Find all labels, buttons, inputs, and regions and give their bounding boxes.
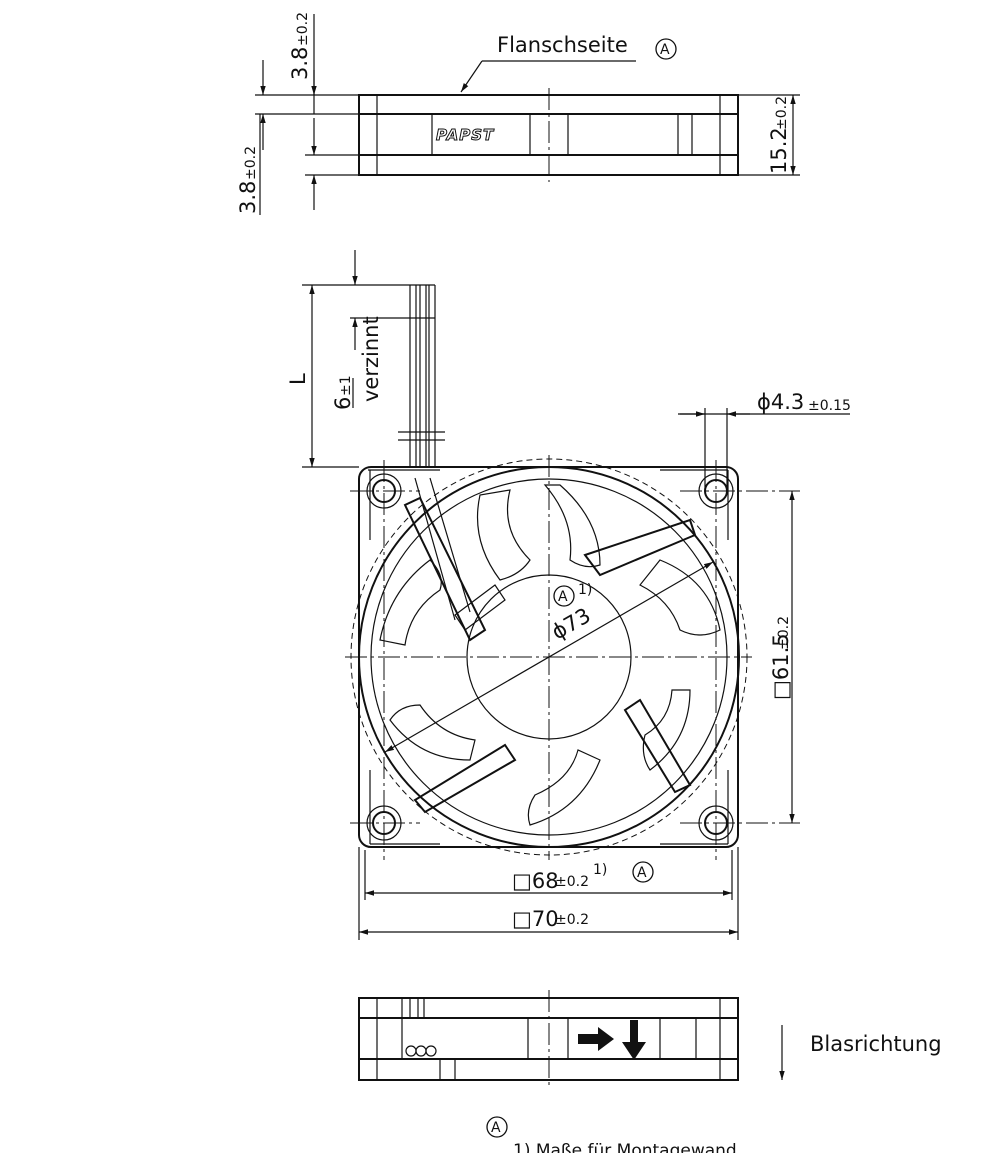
svg-text:□61.5: □61.5	[769, 633, 793, 700]
blow-direction-label: Blasrichtung	[810, 1032, 942, 1056]
svg-text:6: 6	[331, 397, 355, 410]
mount-square-dimension: □68 ±0.2 1) A	[512, 861, 654, 893]
svg-text:ϕ4.3: ϕ4.3	[757, 390, 804, 414]
brand-logo: PAPST	[436, 126, 495, 144]
svg-text:±1: ±1	[338, 375, 354, 396]
frame-square-dimension: □70 ±0.2	[512, 907, 589, 931]
lead-wires	[398, 285, 445, 467]
svg-text:ϕ73: ϕ73	[548, 603, 595, 644]
height-dimension: 15.2 ±0.2	[767, 96, 791, 174]
bottom-side-view	[358, 990, 739, 1088]
svg-text:±0.2: ±0.2	[555, 912, 589, 928]
hole-spacing-dimension: □61.5 ±0.2	[769, 616, 793, 700]
flange-side-label: Flanschseite	[497, 33, 628, 57]
svg-text:±0.2: ±0.2	[243, 146, 259, 180]
svg-text:A: A	[660, 42, 670, 58]
svg-text:1): 1)	[578, 582, 592, 598]
svg-text:A: A	[637, 865, 647, 881]
flow-arrow-icon	[578, 1027, 614, 1051]
tinned-label: verzinnt	[359, 316, 383, 402]
svg-text:□70: □70	[512, 907, 559, 931]
svg-text:A: A	[558, 589, 568, 605]
svg-text:3.8: 3.8	[288, 47, 312, 80]
svg-text:1) Maße für Montagewand: 1) Maße für Montagewand	[513, 1141, 737, 1153]
svg-text:±0.2: ±0.2	[555, 874, 589, 890]
svg-text:±0.2: ±0.2	[295, 12, 311, 46]
svg-text:A: A	[491, 1120, 501, 1136]
svg-text:1): 1)	[593, 862, 607, 878]
svg-text:15.2: 15.2	[767, 127, 791, 174]
strip-length-dimension: 6 ±1	[331, 375, 355, 410]
svg-text:□68: □68	[512, 869, 559, 893]
footnote: A 1) Maße für Montagewand	[486, 1116, 737, 1153]
svg-text:±0.15: ±0.15	[808, 398, 851, 414]
hole-dia-dimension: ϕ4.3 ±0.15	[757, 390, 851, 414]
svg-text:3.8: 3.8	[236, 181, 260, 214]
wire-ends-icon	[405, 1045, 437, 1057]
top-side-view: PAPST Flanschseite A 3.8 ±0.2 3.8 ±0.2	[236, 12, 800, 215]
rotation-arrow-icon	[622, 1020, 646, 1060]
svg-text:±0.2: ±0.2	[774, 96, 790, 130]
bottom-thickness-dimension: 3.8 ±0.2	[236, 146, 260, 214]
top-thickness-dimension: 3.8 ±0.2	[288, 12, 312, 80]
svg-text:±0.2: ±0.2	[776, 616, 792, 650]
circled-a-icon: A	[655, 38, 677, 60]
front-view: ϕ73 A 1) L 6 ±1 verzinnt	[286, 250, 851, 940]
lead-length-label: L	[286, 373, 310, 385]
